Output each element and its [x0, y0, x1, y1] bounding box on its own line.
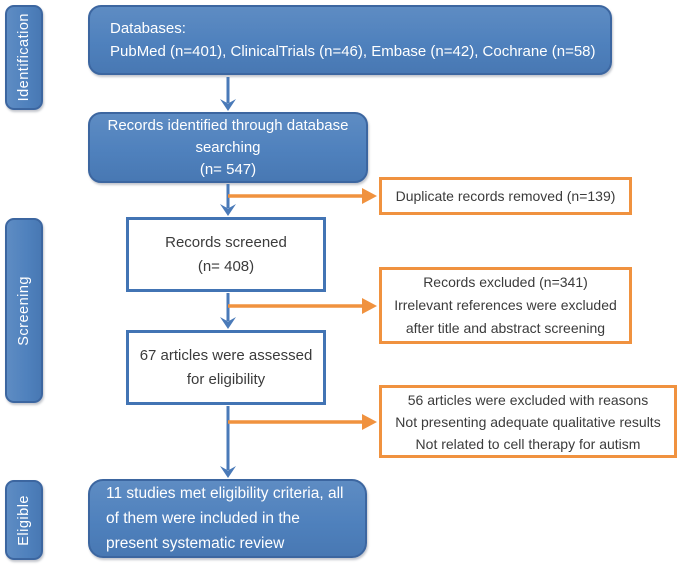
- records-identified-box: Records identified through database sear…: [88, 112, 368, 183]
- arrow-to-articles-excluded: [228, 414, 377, 430]
- records-screened-box: Records screened (n= 408): [126, 217, 326, 292]
- articles-assessed-line-1: 67 articles were assessed: [139, 346, 313, 364]
- arrow-identified-to-screened: [220, 184, 236, 216]
- articles-assessed-line-2: for eligibility: [186, 370, 266, 388]
- records-excluded-line-2: Irrelevant references were excluded: [394, 297, 617, 313]
- databases-line-2: PubMed (n=401), ClinicalTrials (n=46), E…: [110, 43, 596, 60]
- articles-excluded-box: 56 articles were excluded with reasons N…: [379, 385, 677, 458]
- records-excluded-line-3: after title and abstract screening: [405, 320, 606, 336]
- duplicates-removed-box: Duplicate records removed (n=139): [379, 177, 632, 215]
- records-identified-line-2: searching: [195, 138, 261, 156]
- records-excluded-line-1: Records excluded (n=341): [423, 274, 588, 290]
- arrow-to-records-excluded: [228, 298, 377, 314]
- studies-included-line-2: of them were included in the: [106, 510, 300, 527]
- stage-eligible-label: Eligible: [16, 494, 32, 546]
- stage-screening-label: Screening: [16, 275, 32, 346]
- articles-excluded-line-3: Not related to cell therapy for autism: [415, 435, 641, 452]
- studies-included-line-1: 11 studies met eligibility criteria, all: [106, 485, 344, 502]
- records-screened-line-1: Records screened: [165, 233, 287, 251]
- records-excluded-box: Records excluded (n=341) Irrelevant refe…: [379, 267, 632, 344]
- studies-included-box: 11 studies met eligibility criteria, all…: [88, 479, 367, 558]
- records-screened-line-2: (n= 408): [197, 257, 255, 275]
- stage-eligible: Eligible: [5, 480, 43, 560]
- arrow-assessed-to-included: [220, 406, 236, 478]
- databases-box: Databases: PubMed (n=401), ClinicalTrial…: [88, 5, 612, 75]
- duplicates-removed-line-1: Duplicate records removed (n=139): [395, 187, 616, 204]
- arrow-databases-to-identified: [220, 77, 236, 111]
- databases-line-1: Databases:: [110, 20, 186, 37]
- arrow-to-duplicates-removed: [228, 188, 377, 204]
- stage-identification-label: Identification: [16, 13, 32, 102]
- records-identified-line-1: Records identified through database: [107, 116, 349, 134]
- stage-identification: Identification: [5, 5, 43, 110]
- records-identified-line-3: (n= 547): [199, 160, 257, 178]
- stage-screening: Screening: [5, 218, 43, 403]
- studies-included-line-3: present systematic review: [106, 535, 285, 552]
- articles-excluded-line-1: 56 articles were excluded with reasons: [407, 391, 649, 408]
- articles-assessed-box: 67 articles were assessed for eligibilit…: [126, 330, 326, 405]
- articles-excluded-line-2: Not presenting adequate qualitative resu…: [395, 413, 661, 430]
- arrow-screened-to-assessed: [220, 293, 236, 329]
